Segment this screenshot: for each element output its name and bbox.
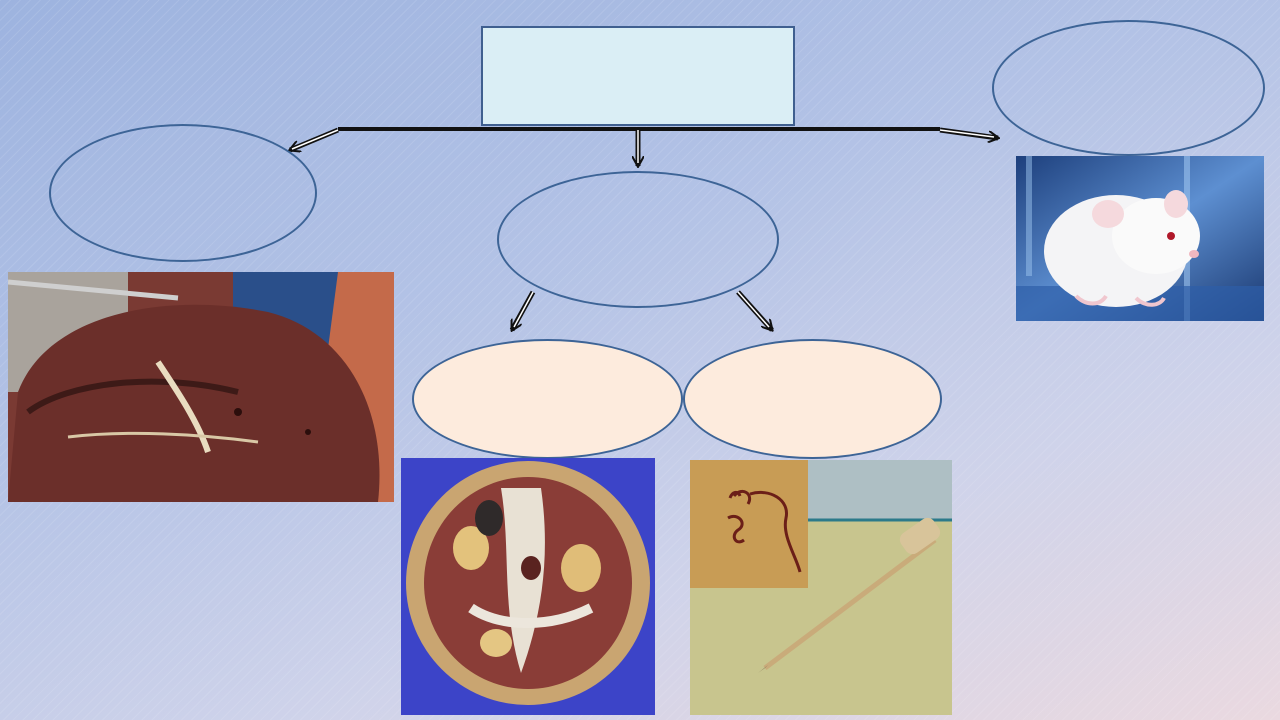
node-right <box>992 20 1265 156</box>
node-center <box>497 171 779 308</box>
node-left <box>49 124 317 262</box>
heart-specimen-photo <box>401 458 655 715</box>
white-rat-photo <box>1016 156 1264 321</box>
root-box <box>481 26 795 126</box>
node-bottom-right <box>683 339 942 459</box>
node-bottom-left <box>412 339 683 459</box>
worm-syringe-photo <box>690 460 952 715</box>
liver-specimen-photo <box>8 272 394 502</box>
